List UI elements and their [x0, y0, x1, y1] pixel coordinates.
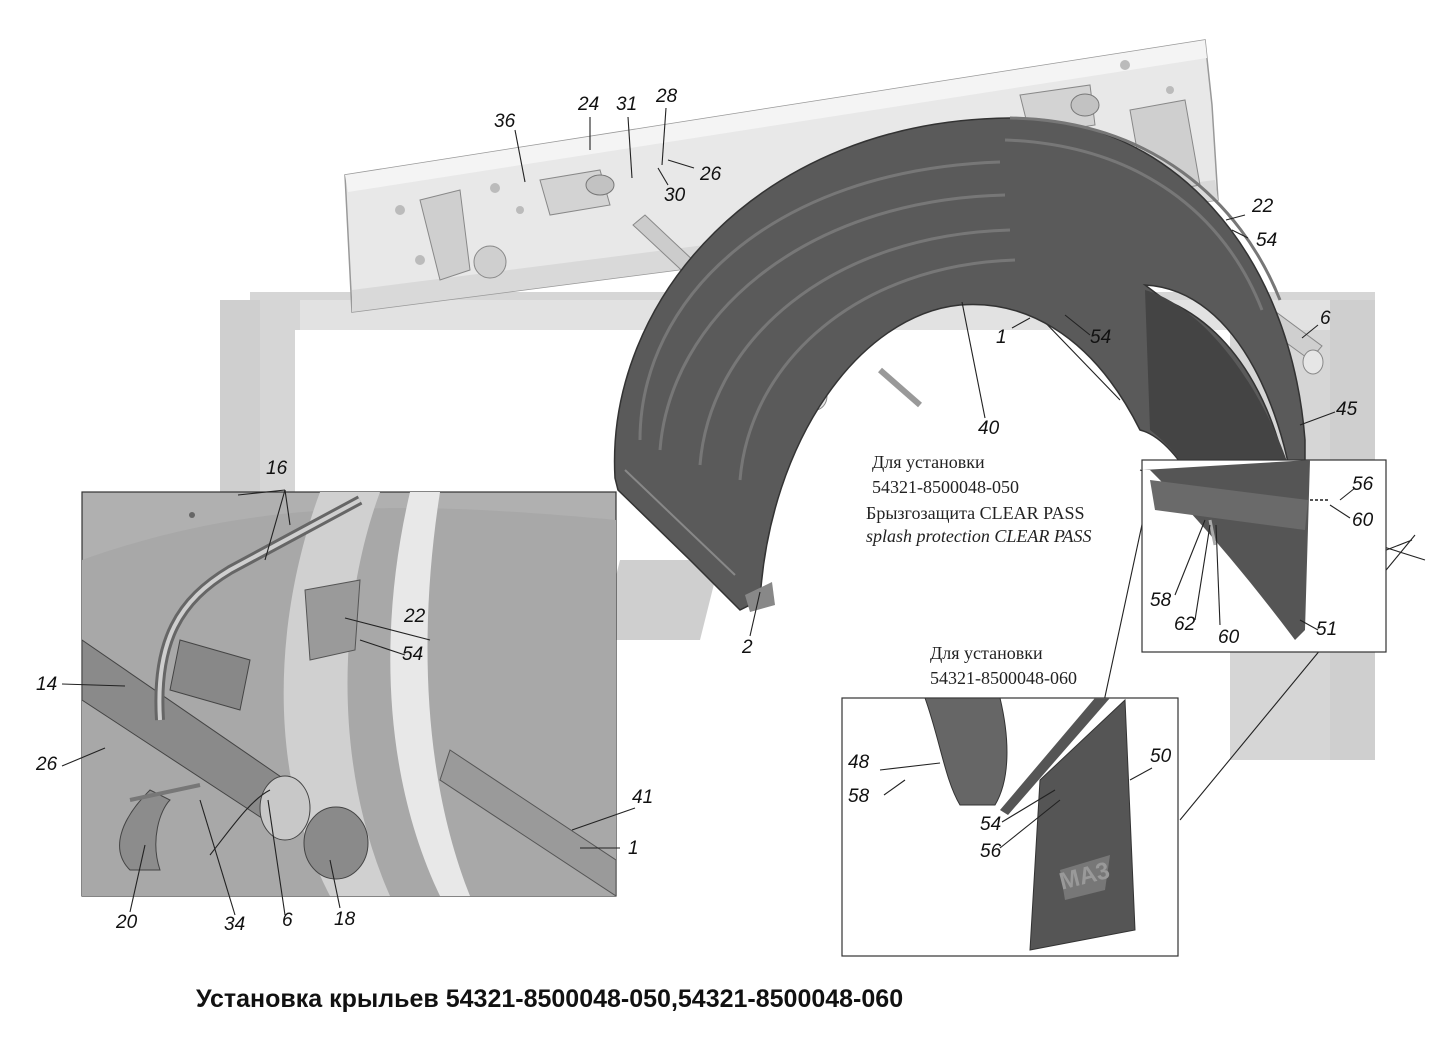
note-050-line4: splash protection CLEAR PASS	[866, 526, 1092, 546]
callout-26: 26	[699, 164, 722, 185]
callout-34: 34	[224, 914, 245, 935]
note-060-line2: 54321-8500048-060	[930, 668, 1077, 688]
callout-18: 18	[334, 909, 356, 930]
note-050-line3: Брызгозащита CLEAR PASS	[866, 503, 1085, 523]
callout-20: 20	[115, 912, 138, 933]
callout-51: 51	[1316, 619, 1337, 640]
callout-50: 50	[1150, 746, 1172, 767]
page-title: Установка крыльев 54321-8500048-050,5432…	[196, 985, 903, 1013]
callout-56-bottom: 56	[980, 841, 1002, 862]
callout-16: 16	[266, 458, 288, 479]
callout-31: 31	[616, 94, 637, 115]
detail-view-right-top	[1141, 459, 1387, 653]
callout-45: 45	[1336, 399, 1358, 420]
detail-view-right-bottom	[841, 697, 1179, 957]
callout-28: 28	[655, 86, 678, 107]
callout-48: 48	[848, 752, 870, 773]
callout-41: 41	[632, 787, 653, 808]
callout-30: 30	[664, 185, 686, 206]
callout-26-left: 26	[35, 754, 58, 775]
callouts-main: 24 31 28 36 26 30 22 54 6 1 54 40 45 2	[494, 86, 1358, 658]
note-060-line1: Для установки	[930, 643, 1043, 663]
callout-54-bottom: 54	[980, 814, 1001, 835]
callout-14: 14	[36, 674, 57, 695]
callout-6-left: 6	[282, 910, 293, 931]
callout-54-left: 54	[402, 644, 423, 665]
callout-6: 6	[1320, 308, 1331, 329]
note-050: Для установки 54321-8500048-050 Брызгоза…	[866, 452, 1092, 546]
callout-36: 36	[494, 111, 516, 132]
callout-54: 54	[1256, 230, 1277, 251]
callout-62: 62	[1174, 614, 1196, 635]
callout-24: 24	[577, 94, 599, 115]
callout-56: 56	[1352, 474, 1374, 495]
detail-view-left	[61, 489, 636, 916]
callout-58-bottom: 58	[848, 786, 870, 807]
callouts-detail-left: 16 22 54 14 26 41 1 20 34 6 18	[35, 458, 653, 935]
callout-54b: 54	[1090, 327, 1111, 348]
callout-58: 58	[1150, 590, 1172, 611]
callout-40: 40	[978, 418, 1000, 439]
callout-2: 2	[741, 637, 753, 658]
note-050-line1: Для установки	[872, 452, 985, 472]
callouts-detail-right-bottom: 48 58 50 54 56	[848, 746, 1172, 862]
note-060: Для установки 54321-8500048-060	[930, 643, 1077, 688]
callout-60b: 60	[1218, 627, 1240, 648]
callout-1: 1	[996, 327, 1007, 348]
callout-60: 60	[1352, 510, 1374, 531]
callouts-detail-right-top: 56 60 58 62 60 51	[1150, 474, 1374, 648]
callout-22: 22	[1251, 196, 1274, 217]
callout-22-left: 22	[403, 606, 426, 627]
callout-1-left: 1	[628, 838, 639, 859]
note-050-line2: 54321-8500048-050	[872, 477, 1019, 497]
